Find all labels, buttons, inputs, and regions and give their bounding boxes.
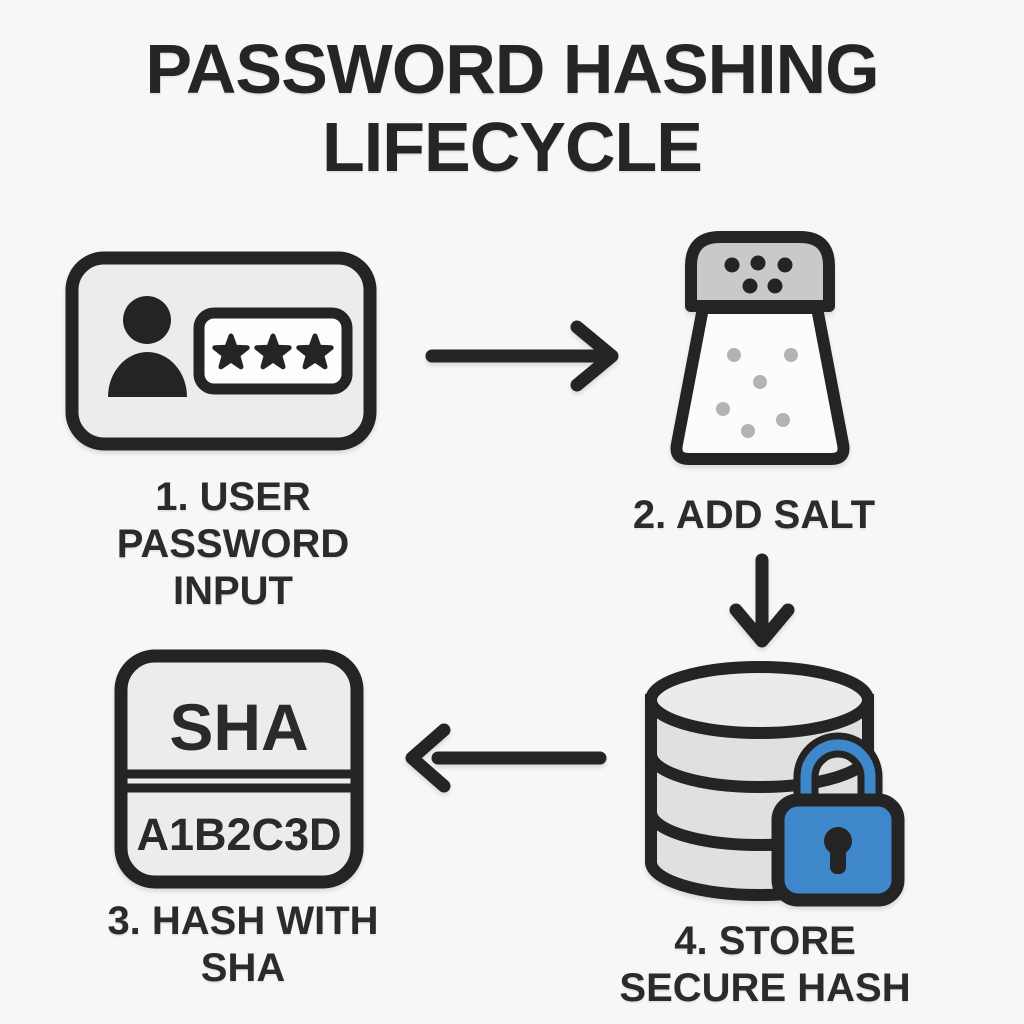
title-line-2: LIFECYCLE <box>322 108 703 187</box>
step3-label: 3. HASH WITH SHA <box>107 898 378 992</box>
user-password-card-icon <box>65 251 377 451</box>
step4-label-line-1: 4. STORE <box>674 919 856 963</box>
password-mask-stars <box>212 333 334 370</box>
step1-label-line-1: 1. USER <box>155 475 311 519</box>
salt-grains <box>716 348 798 438</box>
arrow-step1-to-step2-right-icon <box>425 320 619 392</box>
step2-label: 2. ADD SALT <box>633 492 875 539</box>
step1-label-line-3: INPUT <box>172 569 293 613</box>
step3-label-line-1: 3. HASH WITH <box>107 899 379 943</box>
step1-label-line-2: PASSWORD <box>116 522 350 566</box>
sha-hash-box-icon: SHA A1B2C3D <box>114 649 364 889</box>
step1-label: 1. USER PASSWORD INPUT <box>117 474 350 615</box>
page-title: PASSWORD HASHING LIFECYCLE <box>0 30 1024 187</box>
step4-label-line-2: SECURE HASH <box>619 966 911 1010</box>
salt-cap-holes <box>724 255 793 294</box>
salt-shaker-icon <box>670 231 850 465</box>
password-field-icon <box>193 307 353 395</box>
title-line-1: PASSWORD HASHING <box>145 30 879 108</box>
user-avatar-icon <box>108 296 187 397</box>
arrow-step2-to-step4-down-icon <box>729 553 795 648</box>
step4-label: 4. STORE SECURE HASH <box>619 918 910 1012</box>
arrow-step4-to-step3-left-icon <box>405 723 607 793</box>
step3-label-line-2: SHA <box>200 946 286 990</box>
padlock-icon <box>771 732 905 907</box>
keyhole-icon <box>824 827 852 874</box>
step2-label-line-1: 2. ADD SALT <box>632 493 876 537</box>
database-lock-icon <box>645 661 905 907</box>
sha-hash-value-text: A1B2C3D <box>136 809 341 860</box>
sha-algorithm-text: SHA <box>169 690 308 764</box>
